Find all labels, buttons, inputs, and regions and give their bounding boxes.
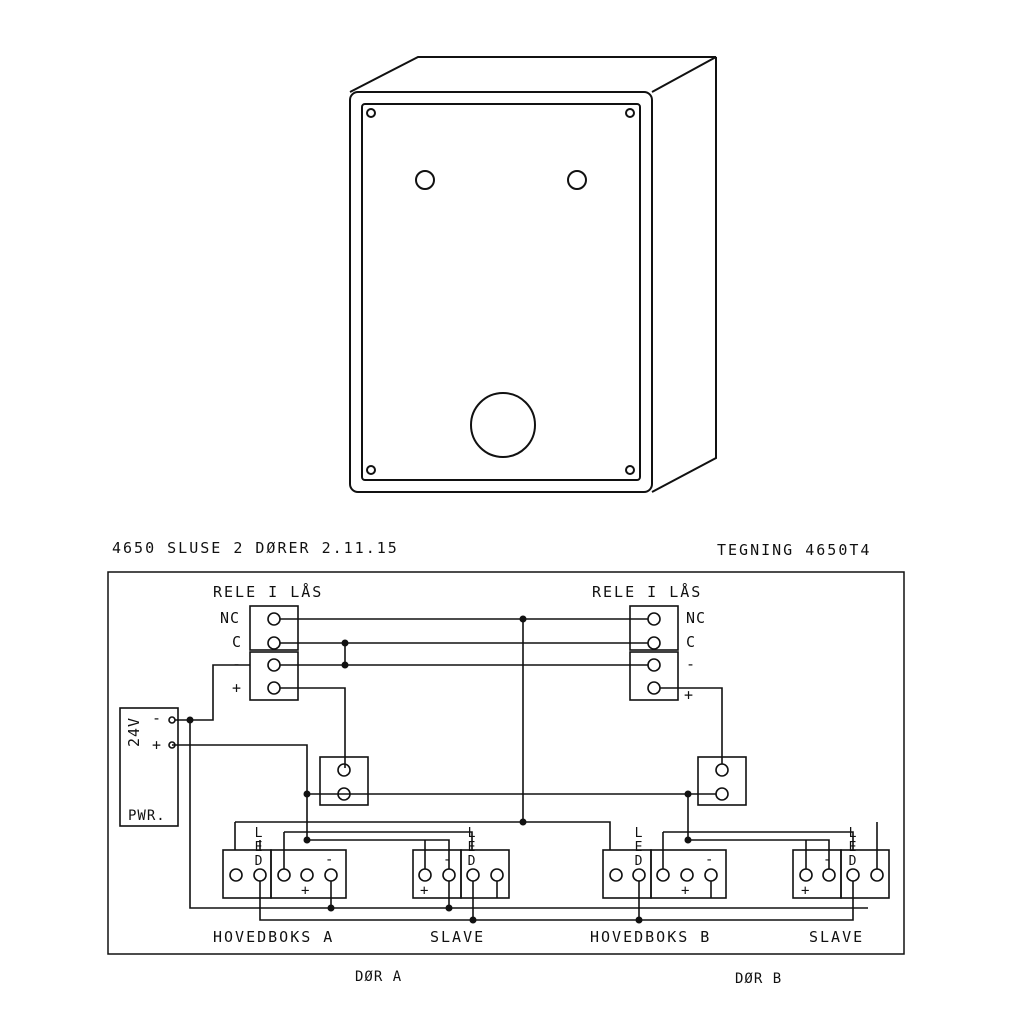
module-a-minus-label: - (325, 852, 335, 868)
hovedboks-b-label: HOVEDBOKS B (590, 928, 712, 946)
relay-left-nc-label: NC (220, 609, 241, 627)
slave-a-plus-label: + (420, 883, 430, 899)
screw-icon (366, 465, 376, 475)
hole-icon (415, 170, 435, 190)
slave-b-plus-label: + (801, 883, 811, 899)
wires (119, 605, 890, 921)
relay-right-title: RELE I LÅS (592, 583, 703, 601)
slave-b-label: SLAVE (809, 928, 865, 946)
junction-dots (186, 615, 692, 924)
led-label-b-main: LED (631, 826, 646, 868)
led-label-a-main: LED (251, 826, 266, 868)
slave-a-label: SLAVE (430, 928, 486, 946)
relay-left-c-label: C (232, 633, 243, 651)
schematic-frame (107, 571, 905, 955)
slave-a-minus-label: - (443, 852, 453, 868)
relay-right-nc-label: NC (686, 609, 707, 627)
door-b-label: DØR B (735, 971, 783, 987)
relay-left-plus-label: + (232, 679, 243, 697)
cable-gland-icon (470, 392, 536, 458)
module-a-plus-label: + (301, 883, 311, 899)
slave-b-minus-label: - (823, 852, 833, 868)
relay-left-minus-label: - (232, 655, 243, 673)
power-plus-label: + (152, 736, 163, 754)
hovedboks-a-label: HOVEDBOKS A (213, 928, 335, 946)
relay-right-c-label: C (686, 633, 697, 651)
module-b-plus-label: + (681, 883, 691, 899)
power-minus-label: - (152, 709, 163, 727)
screw-icon (625, 108, 635, 118)
relay-right-plus-label: + (684, 686, 695, 704)
screw-icon (366, 108, 376, 118)
led-label-b-slave: LED (845, 826, 860, 868)
power-voltage-label: 24V (125, 716, 143, 747)
relay-left-title: RELE I LÅS (213, 583, 324, 601)
screw-icon (625, 465, 635, 475)
diagram-title: 4650 SLUSE 2 DØRER 2.11.15 (112, 539, 399, 557)
door-a-label: DØR A (355, 969, 403, 985)
power-label: PWR. (128, 808, 166, 824)
led-label-a-slave: LED (464, 826, 479, 868)
hole-icon (567, 170, 587, 190)
module-b-minus-label: - (705, 852, 715, 868)
drawing-number: TEGNING 4650T4 (717, 541, 872, 559)
relay-right-minus-label: - (686, 655, 697, 673)
enclosure-illustration (349, 56, 717, 493)
